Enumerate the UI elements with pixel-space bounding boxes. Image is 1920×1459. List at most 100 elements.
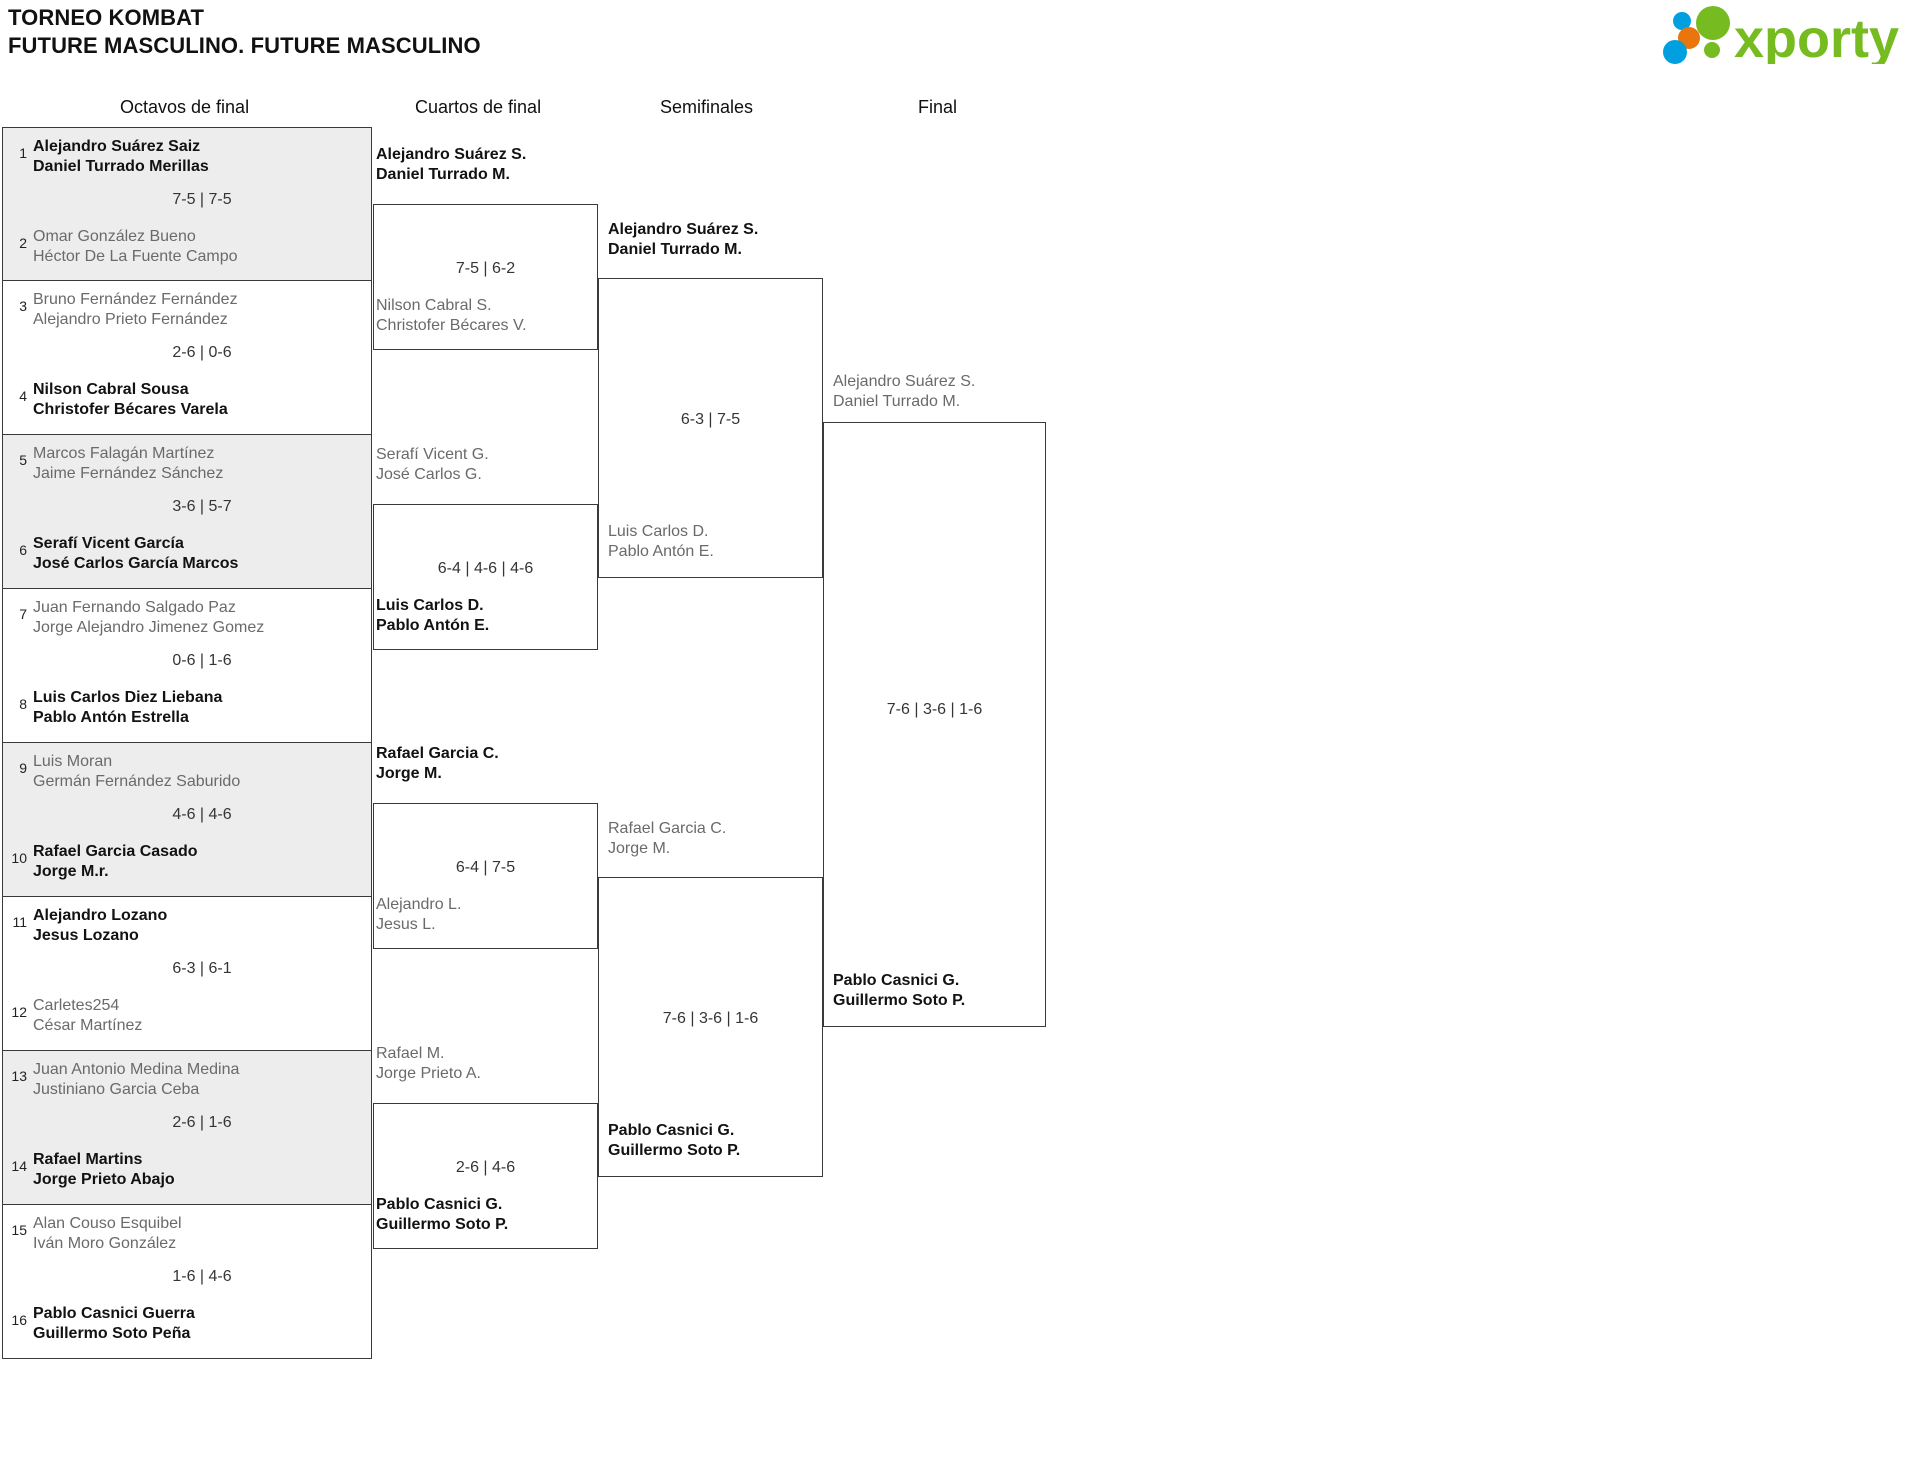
team-names: Alejandro Suárez Saiz Daniel Turrado Mer… [33,137,209,176]
r16-match-7-bottom[interactable]: 14 Rafael Martins Jorge Prieto Abajo [3,1150,371,1196]
team-names: Serafí Vicent García José Carlos García … [33,534,238,573]
player-1: Rafael M. [376,1045,445,1062]
qf-1-top-team[interactable]: Alejandro Suárez S. Daniel Turrado M. [376,145,526,184]
seed-number: 6 [19,542,27,558]
sf-1-top-team[interactable]: Alejandro Suárez S. Daniel Turrado M. [608,220,758,259]
team-names: Luis Moran Germán Fernández Saburido [33,752,240,791]
team-names: Marcos Falagán Martínez Jaime Fernández … [33,444,223,483]
player-1: Rafael Garcia C. [376,745,499,762]
seed-number: 13 [11,1068,27,1084]
player-2: Jorge M. [376,764,442,782]
player-1: Luis Carlos D. [376,597,484,614]
qf-2-box[interactable]: 6-4 | 4-6 | 4-6 [373,504,598,650]
r16-match-2[interactable]: 3 Bruno Fernández Fernández Alejandro Pr… [2,281,372,435]
r16-match-5-bottom[interactable]: 10 Rafael Garcia Casado Jorge M.r. [3,842,371,888]
seed-number: 12 [11,1004,27,1020]
qf-1-bottom-team[interactable]: Nilson Cabral S. Christofer Bécares V. [376,296,527,335]
qf-3-box[interactable]: 6-4 | 7-5 [373,803,598,949]
team-names: Juan Fernando Salgado Paz Jorge Alejandr… [33,598,264,637]
player-1: Alejandro Lozano [33,907,168,924]
player-1: Luis Moran [33,753,113,770]
sf-2-top-team[interactable]: Rafael Garcia C. Jorge M. [608,819,726,858]
team-names: Luis Carlos Diez Liebana Pablo Antón Est… [33,688,222,727]
player-2: Jesus Lozano [33,926,139,944]
player-2: Jorge Prieto A. [376,1064,481,1082]
final-box[interactable]: 7-6 | 3-6 | 1-6 [823,422,1046,1027]
r16-match-8-bottom[interactable]: 16 Pablo Casnici Guerra Guillermo Soto P… [3,1304,371,1350]
qf-2-bottom-team[interactable]: Luis Carlos D. Pablo Antón E. [376,596,489,635]
seed-number: 7 [19,606,27,622]
match-score: 0-6 | 1-6 [172,652,232,669]
r16-match-5-top[interactable]: 9 Luis Moran Germán Fernández Saburido [3,752,371,798]
tournament-category: FUTURE MASCULINO. FUTURE MASCULINO [8,32,481,58]
player-1: Omar González Bueno [33,228,196,245]
logo-wordmark: xporty [1734,9,1899,64]
player-1: Alejandro Suárez S. [608,221,759,238]
qf-4-bottom-team[interactable]: Pablo Casnici G. Guillermo Soto P. [376,1195,508,1234]
r16-match-8-top[interactable]: 15 Alan Couso Esquibel Iván Moro Gonzále… [3,1214,371,1260]
player-1: Rafael Garcia C. [608,820,727,837]
r16-match-2-bottom[interactable]: 4 Nilson Cabral Sousa Christofer Bécares… [3,380,371,426]
player-1: Luis Carlos D. [608,523,709,540]
sf-2-bottom-team[interactable]: Pablo Casnici G. Guillermo Soto P. [608,1121,740,1160]
r16-match-4[interactable]: 7 Juan Fernando Salgado Paz Jorge Alejan… [2,589,372,743]
qf-3-bottom-team[interactable]: Alejandro L. Jesus L. [376,895,461,934]
r16-match-8[interactable]: 15 Alan Couso Esquibel Iván Moro Gonzále… [2,1205,372,1359]
final-top-team[interactable]: Alejandro Suárez S. Daniel Turrado M. [833,372,975,411]
player-1: Marcos Falagán Martínez [33,445,215,462]
r16-match-4-bottom[interactable]: 8 Luis Carlos Diez Liebana Pablo Antón E… [3,688,371,734]
r16-match-5[interactable]: 9 Luis Moran Germán Fernández Saburido 4… [2,743,372,897]
r16-match-3[interactable]: 5 Marcos Falagán Martínez Jaime Fernánde… [2,435,372,589]
qf-2-top-team[interactable]: Serafí Vicent G. José Carlos G. [376,445,489,484]
team-names: Pablo Casnici Guerra Guillermo Soto Peña [33,1304,195,1343]
player-2: Justiniano Garcia Ceba [33,1080,200,1098]
qf-1-box[interactable]: 7-5 | 6-2 [373,204,598,350]
team-names: Rafael Garcia Casado Jorge M.r. [33,842,198,881]
match-score: 3-6 | 5-7 [172,498,232,515]
sf-1-bottom-team[interactable]: Luis Carlos D. Pablo Antón E. [608,522,714,561]
player-1: Alejandro Suárez Saiz [33,138,201,155]
sf-2-box[interactable]: 7-6 | 3-6 | 1-6 [598,877,823,1177]
team-names: Bruno Fernández Fernández Alejandro Prie… [33,290,238,329]
r16-match-1-bottom[interactable]: 2 Omar González Bueno Héctor De La Fuent… [3,227,371,273]
player-2: Guillermo Soto P. [376,1215,509,1233]
player-2: Guillermo Soto Peña [33,1324,191,1342]
r16-match-6-bottom[interactable]: 12 Carletes254 César Martínez [3,996,371,1042]
r16-match-4-top[interactable]: 7 Juan Fernando Salgado Paz Jorge Alejan… [3,598,371,644]
player-1: Bruno Fernández Fernández [33,291,238,308]
r16-match-3-bottom[interactable]: 6 Serafí Vicent García José Carlos Garcí… [3,534,371,580]
r16-match-6-top[interactable]: 11 Alejandro Lozano Jesus Lozano [3,906,371,952]
team-names: Alejandro Lozano Jesus Lozano [33,906,167,945]
xporty-logo: xporty [1658,6,1908,64]
round-of-16-column: 1 Alejandro Suárez Saiz Daniel Turrado M… [2,127,372,1359]
qf-4-box[interactable]: 2-6 | 4-6 [373,1103,598,1249]
r16-match-3-top[interactable]: 5 Marcos Falagán Martínez Jaime Fernánde… [3,444,371,490]
r16-match-7-top[interactable]: 13 Juan Antonio Medina Medina Justiniano… [3,1060,371,1106]
player-2: Héctor De La Fuente Campo [33,247,238,265]
seed-number: 11 [12,914,27,930]
player-2: Pablo Antón Estrella [33,708,189,726]
qf-4-top-team[interactable]: Rafael M. Jorge Prieto A. [376,1044,481,1083]
r16-match-7[interactable]: 13 Juan Antonio Medina Medina Justiniano… [2,1051,372,1205]
player-2: Pablo Antón E. [608,542,714,560]
player-1: Alejandro Suárez S. [376,146,527,163]
seed-number: 4 [19,388,27,404]
sf-1-box[interactable]: 6-3 | 7-5 [598,278,823,578]
r16-match-2-top[interactable]: 3 Bruno Fernández Fernández Alejandro Pr… [3,290,371,336]
round-header-octavos: Octavos de final [120,97,250,117]
player-2: Jaime Fernández Sánchez [33,464,224,482]
team-names: Rafael Martins Jorge Prieto Abajo [33,1150,175,1189]
player-2: Alejandro Prieto Fernández [33,310,228,328]
player-1: Carletes254 [33,997,120,1014]
qf-2-score: 6-4 | 4-6 | 4-6 [437,560,534,577]
qf-4-score: 2-6 | 4-6 [455,1159,516,1176]
r16-match-1[interactable]: 1 Alejandro Suárez Saiz Daniel Turrado M… [2,127,372,281]
seed-number: 5 [19,452,27,468]
final-bottom-team[interactable]: Pablo Casnici G. Guillermo Soto P. [833,971,965,1010]
r16-match-6[interactable]: 11 Alejandro Lozano Jesus Lozano 6-3 | 6… [2,897,372,1051]
player-2: Christofer Bécares Varela [33,400,228,418]
r16-match-1-top[interactable]: 1 Alejandro Suárez Saiz Daniel Turrado M… [3,137,371,183]
qf-3-top-team[interactable]: Rafael Garcia C. Jorge M. [376,744,499,783]
player-2: José Carlos G. [376,465,482,483]
player-1: Pablo Casnici G. [376,1196,503,1213]
